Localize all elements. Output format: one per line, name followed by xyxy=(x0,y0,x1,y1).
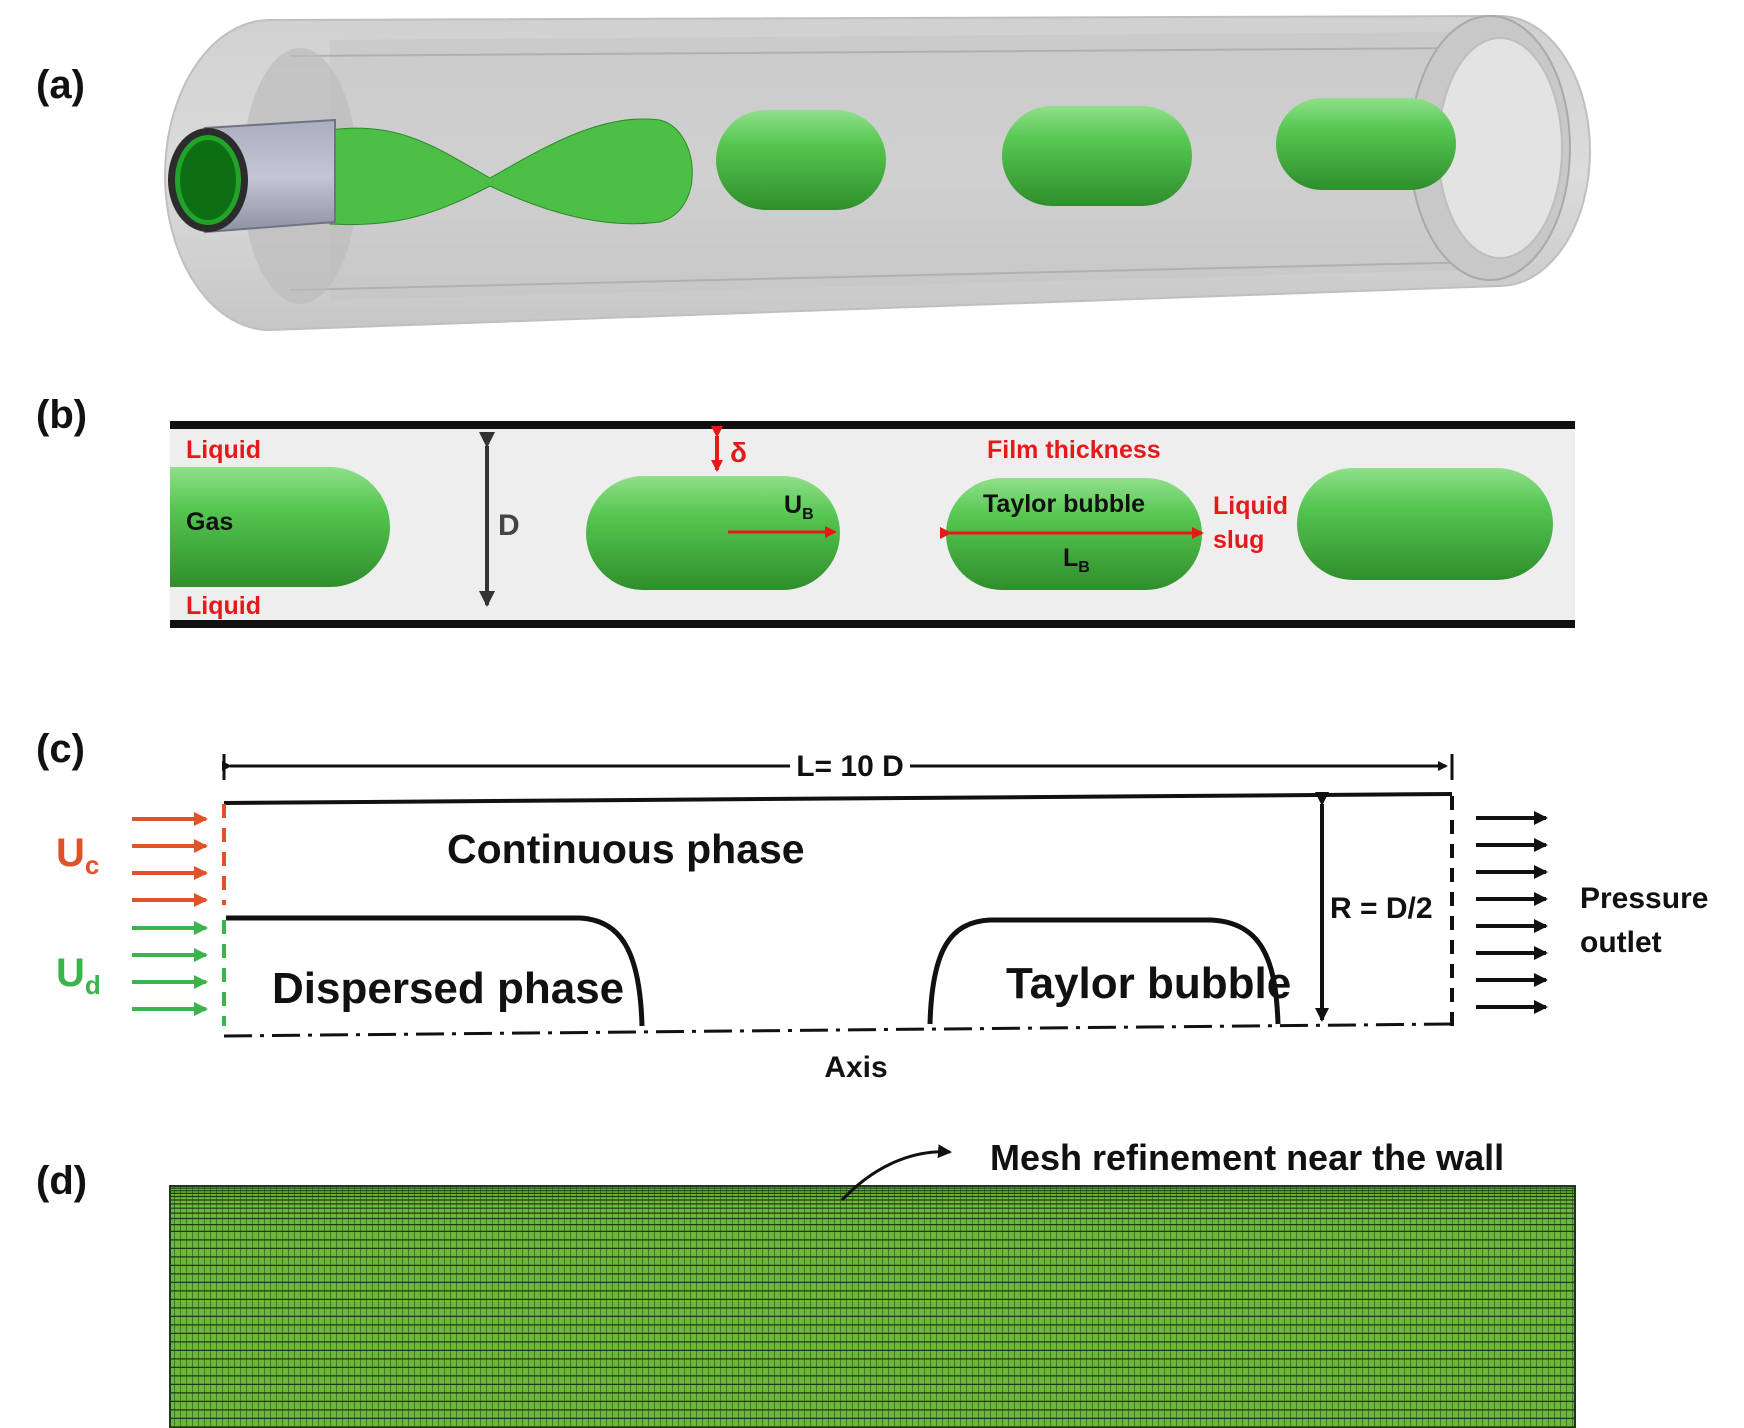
dispersed-phase-label: Dispersed phase xyxy=(272,964,624,1013)
pressure-outlet-label-line1: Pressure xyxy=(1580,882,1708,915)
panel-a-tube-illustration xyxy=(164,14,1591,332)
taylor-bubble-label: Taylor bubble xyxy=(983,490,1145,518)
panel-label-a: (a) xyxy=(36,63,85,107)
wall-boundary xyxy=(223,792,1453,805)
taylor-bubble-1 xyxy=(586,476,840,590)
uc-label: Uc xyxy=(56,831,99,880)
dispersed-phase-interface xyxy=(226,915,645,1027)
liquid-slug-label-line2: slug xyxy=(1213,526,1264,554)
liquid-bottom-label: Liquid xyxy=(186,592,261,620)
continuous-phase-label: Continuous phase xyxy=(447,826,805,872)
dispersed-inlet-arrows xyxy=(132,921,208,1016)
taylor-bubble-c-label: Taylor bubble xyxy=(1006,959,1291,1008)
mesh-note-label: Mesh refinement near the wall xyxy=(990,1137,1504,1178)
ub-label: UB xyxy=(784,491,814,523)
diameter-label: D xyxy=(498,509,520,542)
liquid-slug-label-line1: Liquid xyxy=(1213,492,1288,520)
continuous-inlet-arrows xyxy=(132,812,208,907)
taylor-bubble-interface xyxy=(927,917,1281,1025)
panel-label-c: (c) xyxy=(36,727,85,771)
radius-label: R = D/2 xyxy=(1330,892,1433,925)
panel-label-d: (d) xyxy=(36,1159,87,1203)
outlet-arrows xyxy=(1476,811,1548,1014)
axis-label: Axis xyxy=(824,1051,887,1084)
length-label: L= 10 D xyxy=(796,750,904,783)
ud-label: Ud xyxy=(56,951,101,1000)
mesh-note-arrow xyxy=(840,1144,952,1202)
film-thickness-label: Film thickness xyxy=(987,436,1161,464)
lb-label: LB xyxy=(1063,544,1090,576)
delta-label: δ xyxy=(730,437,747,468)
gas-label: Gas xyxy=(186,508,233,536)
liquid-top-label: Liquid xyxy=(186,436,261,464)
taylor-bubble-3 xyxy=(1297,468,1553,580)
panel-label-b: (b) xyxy=(36,393,87,437)
gas-column xyxy=(170,467,390,587)
pressure-outlet-label-line2: outlet xyxy=(1580,926,1662,959)
mesh-grid xyxy=(169,1185,1576,1428)
axis-line xyxy=(223,1022,1453,1038)
